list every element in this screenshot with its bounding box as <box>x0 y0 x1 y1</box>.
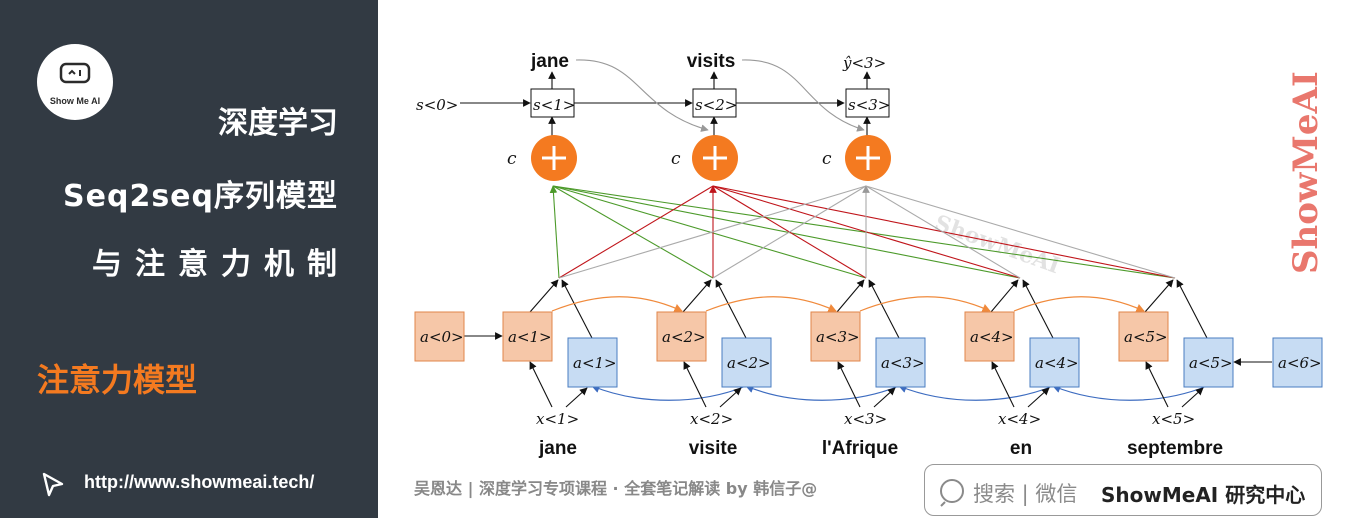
word-5: septembre <box>1127 438 1223 459</box>
forward-activation-boxes <box>414 311 1169 362</box>
context-nodes <box>531 135 891 181</box>
attention-model-diagram: a<0> a<1> a<2> a<3> a<4> a<5> a<1> a<2> … <box>414 51 1323 459</box>
bwd-box-1 <box>567 337 618 388</box>
word-1: jane <box>538 438 577 459</box>
attention-weights-c3 <box>558 185 1176 279</box>
bwd-label-2: a<2> <box>727 354 771 372</box>
context-label-2: c <box>671 149 681 169</box>
bwd-box-3 <box>875 337 926 388</box>
brand-label: ShowMeAI 研究中心 <box>1101 483 1306 507</box>
bwd-label-4: a<4> <box>1035 354 1079 372</box>
section-title: 注意力模型 <box>37 361 198 399</box>
dec-box-3 <box>845 88 890 118</box>
input-label-3: x<3> <box>844 410 887 428</box>
feedback-curves <box>575 59 865 132</box>
word-4: en <box>1010 438 1032 459</box>
forward-recurrence <box>551 296 1145 312</box>
sidebar: Show Me AI 深度学习 Seq2seq序列模型 与注意力机制 注意力模型… <box>0 0 378 518</box>
bwd-label-5: a<5> <box>1189 354 1233 372</box>
fwd-box-3 <box>810 311 861 362</box>
bwd-label-6: a<6> <box>1278 354 1322 372</box>
wechat-search-box[interactable]: 搜索 | 微信 ShowMeAI 研究中心 <box>924 464 1322 516</box>
output-label-1: jane <box>530 51 569 72</box>
fwd-label-5: a<5> <box>1124 328 1168 346</box>
input-label-1: x<1> <box>536 410 579 428</box>
bwd-box-2 <box>721 337 772 388</box>
word-2: visite <box>689 438 738 459</box>
title-line-2: Seq2seq序列模型 <box>63 179 338 214</box>
bwd-label-1: a<1> <box>573 354 617 372</box>
attention-weights-c1 <box>549 185 1176 279</box>
decoder-arrows <box>460 71 871 137</box>
showmeai-watermark-vertical: ShowMeAI <box>1287 71 1326 274</box>
context-label-1: c <box>507 149 517 169</box>
decoder-boxes <box>530 88 890 118</box>
fwd-label-3: a<3> <box>816 328 860 346</box>
dec-box-2 <box>692 88 737 118</box>
backward-activation-boxes <box>567 337 1323 388</box>
input-arrows <box>464 332 1272 408</box>
bwd-box-4 <box>1029 337 1080 388</box>
initial-state-label: s<0> <box>416 96 458 114</box>
output-label-2: visits <box>687 51 736 72</box>
bwd-box-6 <box>1272 337 1323 388</box>
dec-label-1: s<1> <box>533 96 575 114</box>
fwd-label-4: a<4> <box>970 328 1014 346</box>
fwd-label-2: a<2> <box>662 328 706 346</box>
search-label: 搜索 | 微信 <box>973 482 1078 506</box>
title-line-1: 深度学习 <box>218 106 338 141</box>
fwd-box-2 <box>656 311 707 362</box>
footer-credit: 吴恩达 | 深度学习专项课程 · 全套笔记解读 by 韩信子@ <box>414 479 818 498</box>
dec-label-2: s<2> <box>695 96 737 114</box>
fwd-box-5 <box>1118 311 1169 362</box>
word-3: l'Afrique <box>822 438 898 459</box>
input-label-5: x<5> <box>1152 410 1195 428</box>
fwd-box-4 <box>964 311 1015 362</box>
backward-recurrence <box>591 384 1208 401</box>
showmeai-logo: Show Me AI <box>37 44 113 120</box>
input-label-4: x<4> <box>998 410 1041 428</box>
website-link[interactable]: http://www.showmeai.tech/ <box>84 472 315 492</box>
logo-text: Show Me AI <box>49 96 101 106</box>
bwd-box-5 <box>1183 337 1234 388</box>
search-icon <box>940 479 964 507</box>
fwd-label-0: a<0> <box>420 328 464 346</box>
fwd-box-1 <box>502 311 553 362</box>
fwd-label-1: a<1> <box>508 328 552 346</box>
dec-box-1 <box>530 88 575 118</box>
fwd-box-0 <box>414 311 465 362</box>
context-label-3: c <box>822 149 832 169</box>
cursor-click-icon <box>42 472 64 497</box>
bwd-label-3: a<3> <box>881 354 925 372</box>
title-line-3: 与注意力机制 <box>92 247 350 282</box>
robot-face-icon <box>59 62 91 84</box>
watermark-text: ShowMeAI <box>1287 71 1326 274</box>
output-label-3: ŷ<3> <box>842 54 886 72</box>
input-label-2: x<2> <box>690 410 733 428</box>
dec-label-3: s<3> <box>848 96 890 114</box>
concat-arrows <box>529 279 1208 339</box>
